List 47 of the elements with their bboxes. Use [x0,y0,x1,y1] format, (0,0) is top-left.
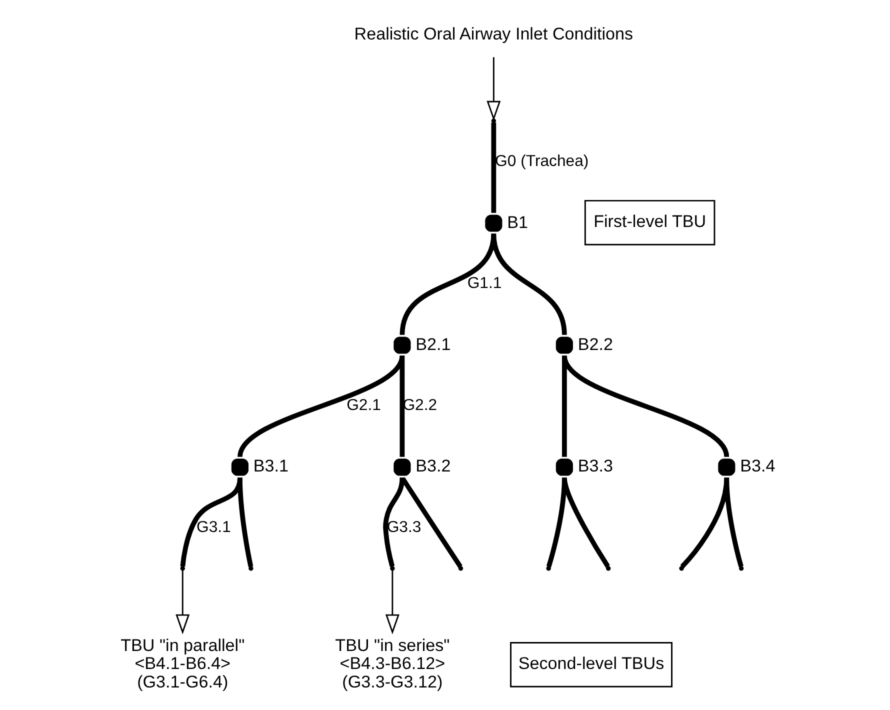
connector [400,476,462,568]
node-circle [393,458,410,476]
node-circle [555,458,572,476]
node-circle [230,458,248,476]
connector [237,354,404,458]
node-circle [484,214,502,232]
node-label: B1 [506,212,528,232]
arrow [175,570,190,634]
node-text: TBU "in series" <B4.3-B6.12> (G3.3-G3.12) [334,636,450,692]
connector [562,354,728,458]
connector [490,122,496,213]
node-circle [393,336,410,354]
node-point [248,566,253,571]
node-point [546,566,550,571]
edge-label: G3.1 [196,518,230,536]
node-point [180,566,184,571]
connector [562,477,610,568]
node-label: B3.1 [252,456,288,476]
node-label: B2.1 [415,334,450,354]
node-point [390,566,394,571]
arrow [486,57,500,121]
connector [237,478,253,568]
edge-label: G2.2 [402,396,437,414]
node-point [678,566,684,571]
node-point [738,566,744,571]
node-label: B3.2 [415,456,450,476]
node-point [605,566,610,571]
node-text: Realistic Oral Airway Inlet Conditions [354,24,633,44]
edge-label: G0 (Trachea) [494,152,588,170]
node-point [458,566,463,571]
node-label: B2.2 [577,334,612,354]
connector [490,233,566,336]
connector [399,233,496,336]
node-point [490,118,496,124]
node-circle [555,336,572,354]
edge-label: G1.1 [466,274,502,292]
node-box: First-level TBU [584,200,715,246]
node-box: Second-level TBUs [510,642,672,688]
node-label: B3.4 [740,456,775,476]
connector [561,356,566,457]
connector [399,356,404,457]
edge-label: G2.1 [346,396,380,414]
node-label: B3.3 [577,456,612,476]
connector [724,478,743,568]
arrow [384,570,399,634]
node-text: TBU "in parallel" <B4.1-B6.4> (G3.1-G6.4) [120,636,244,692]
node-circle [718,458,735,476]
